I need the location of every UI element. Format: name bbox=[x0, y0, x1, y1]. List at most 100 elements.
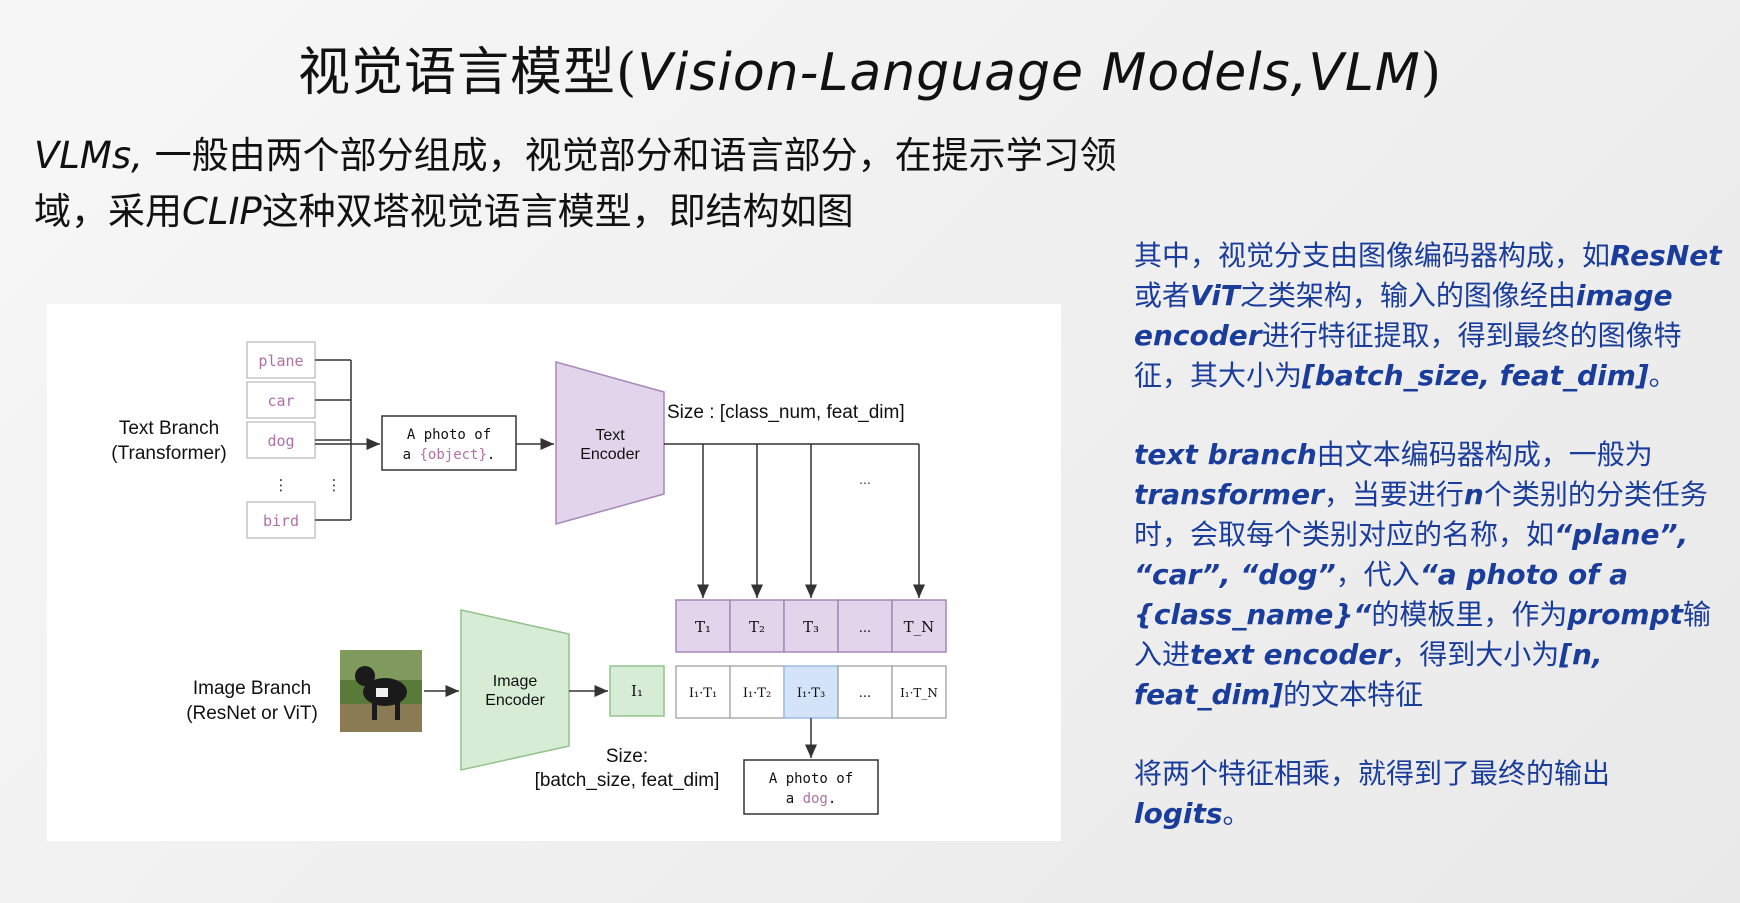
product-label-ellipsis: ... bbox=[859, 686, 871, 701]
note-text: 输入进 bbox=[1134, 598, 1712, 671]
t-label-1: T₁ bbox=[695, 618, 711, 636]
text-feature-size: Size : [class_num, feat_dim] bbox=[667, 402, 905, 423]
note-term: text encoder bbox=[1190, 638, 1392, 671]
output-line-2: a dog. bbox=[786, 791, 837, 807]
text-encoder-label-2: Encoder bbox=[580, 446, 640, 463]
title-close: ) bbox=[1420, 43, 1442, 103]
diagram-svg: Text Branch (Transformer) plane car dog … bbox=[111, 341, 947, 815]
t-cell-n bbox=[891, 599, 947, 653]
slide-title: 视觉语言模型(Vision-Language Models,VLM) bbox=[0, 30, 1740, 105]
title-en: Vision-Language Models,VLM bbox=[637, 43, 1421, 103]
image-branch-label: Image Branch bbox=[193, 678, 311, 699]
t-cell-3 bbox=[783, 599, 839, 653]
output-line-1: A photo of bbox=[769, 771, 853, 787]
product-cell-n bbox=[891, 665, 947, 719]
intro-line1-text: 一般由两个部分组成，视觉部分和语言部分，在提示学习领 bbox=[142, 134, 1117, 177]
product-label-n: I₁·T_N bbox=[900, 686, 938, 700]
note-term: “a photo of a {class_name}“ bbox=[1134, 558, 1629, 631]
t-cell-1 bbox=[675, 599, 731, 653]
product-cell-2 bbox=[729, 665, 785, 719]
class-word-car: car bbox=[267, 392, 294, 410]
note-term: transformer bbox=[1134, 478, 1324, 511]
note-term: n bbox=[1463, 478, 1484, 511]
clip-architecture-diagram: Text Branch (Transformer) plane car dog … bbox=[47, 304, 1061, 841]
class-box-dog bbox=[246, 421, 316, 459]
note-term: prompt bbox=[1567, 598, 1684, 631]
note-text: 或者 bbox=[1134, 279, 1191, 312]
intro-vlms: VLMs, bbox=[34, 134, 143, 177]
note-paragraph-3: 将两个特征相乘，就得到了最终的输出 logits。 bbox=[1134, 754, 1724, 834]
text-encoder-shape bbox=[555, 361, 665, 525]
image-size-value: [batch_size, feat_dim] bbox=[535, 770, 720, 791]
t-cell-ellipsis bbox=[837, 599, 893, 653]
note-term: image encoder bbox=[1134, 279, 1673, 352]
note-term: text branch bbox=[1134, 438, 1317, 471]
note-term: ResNet bbox=[1610, 239, 1722, 272]
note-text: 。 bbox=[1648, 359, 1677, 392]
note-term: [n, feat_dim] bbox=[1134, 638, 1603, 711]
note-term: logits bbox=[1134, 797, 1223, 830]
image-branch-sublabel: (ResNet or ViT) bbox=[186, 703, 318, 724]
product-label-2: I₁·T₂ bbox=[743, 686, 771, 701]
prompt-line-2: a {object}. bbox=[403, 447, 496, 463]
t-label-3: T₃ bbox=[803, 618, 819, 636]
note-text: 个类别的分类任务时，会取每个类别对应的名称，如 bbox=[1134, 478, 1708, 551]
note-text: 之类架构，输入的图像经由 bbox=[1239, 279, 1576, 312]
text-branch-sublabel: (Transformer) bbox=[111, 443, 226, 464]
note-text: ，代入 bbox=[1335, 558, 1420, 591]
product-label-3: I₁·T₃ bbox=[797, 686, 825, 701]
explanation-notes: 其中，视觉分支由图像编码器构成，如ResNet 或者ViT之类架构，输入的图像经由… bbox=[1134, 236, 1724, 873]
prompt-line-1: A photo of bbox=[407, 427, 491, 443]
output-box bbox=[743, 759, 879, 815]
product-cell-1 bbox=[675, 665, 731, 719]
text-branch-label: Text Branch bbox=[119, 418, 219, 439]
note-term: [batch_size, feat_dim] bbox=[1302, 359, 1649, 392]
note-text: ，当要进行 bbox=[1323, 478, 1464, 511]
note-text: 由文本编码器构成，一般为 bbox=[1316, 438, 1653, 471]
class-word-dog: dog bbox=[267, 432, 294, 450]
note-text: 进行特征提取，得到最终的图像特征，其大小为 bbox=[1134, 319, 1682, 392]
intro-clip: CLIP bbox=[182, 190, 262, 233]
note-text: 。 bbox=[1222, 797, 1251, 830]
note-text: ，得到大小为 bbox=[1391, 638, 1560, 671]
title-zh: 视觉语言模型( bbox=[298, 43, 638, 103]
class-word-plane: plane bbox=[258, 352, 303, 370]
class-word-bird: bird bbox=[263, 512, 299, 530]
note-paragraph-1: 其中，视觉分支由图像编码器构成，如ResNet 或者ViT之类架构，输入的图像经由… bbox=[1134, 236, 1724, 396]
text-feature-row: T₁ T₂ T₃ ... T_N bbox=[675, 599, 947, 653]
t-label-ellipsis: ... bbox=[859, 621, 871, 636]
class-bracket bbox=[315, 359, 352, 521]
prompt-template-box bbox=[381, 415, 517, 471]
logits-row: I₁·T₁ I₁·T₂ I₁·T₃ ... I₁·T_N bbox=[675, 665, 947, 719]
text-features-fanout bbox=[664, 443, 925, 598]
note-paragraph-2: text branch由文本编码器构成，一般为 transformer，当要进行n… bbox=[1134, 435, 1724, 715]
note-text: 的模板里，作为 bbox=[1371, 598, 1568, 631]
image-size-label: Size: bbox=[606, 746, 648, 767]
image-encoder-label-2: Encoder bbox=[485, 692, 545, 709]
t-label-2: T₂ bbox=[749, 618, 765, 636]
image-encoder-label-1: Image bbox=[493, 673, 538, 690]
class-box-plane bbox=[246, 341, 316, 379]
image-encoder-shape bbox=[460, 609, 570, 771]
t-label-n: T_N bbox=[904, 618, 935, 636]
class-vdots: ⋮ bbox=[274, 476, 289, 494]
intro-line2-a: 域，采用 bbox=[34, 190, 182, 233]
intro-paragraph: VLMs, 一般由两个部分组成，视觉部分和语言部分，在提示学习领 域，采用CLI… bbox=[34, 128, 1334, 240]
text-encoder-label-1: Text bbox=[595, 427, 625, 444]
bracket-vdots: ⋮ bbox=[327, 476, 342, 494]
i1-label: I₁ bbox=[631, 682, 643, 700]
product-label-1: I₁·T₁ bbox=[689, 686, 717, 701]
fanout-ellipsis: ... bbox=[859, 471, 871, 487]
i1-cell bbox=[609, 665, 665, 717]
intro-line-2: 域，采用CLIP这种双塔视觉语言模型，即结构如图 bbox=[34, 184, 1334, 240]
intro-line2-b: 这种双塔视觉语言模型，即结构如图 bbox=[261, 190, 854, 233]
note-term: ViT bbox=[1190, 279, 1240, 312]
t-cell-2 bbox=[729, 599, 785, 653]
class-box-car bbox=[246, 381, 316, 419]
intro-line-1: VLMs, 一般由两个部分组成，视觉部分和语言部分，在提示学习领 bbox=[34, 128, 1334, 184]
dog-photo-image bbox=[340, 650, 422, 732]
note-text: 其中，视觉分支由图像编码器构成，如 bbox=[1134, 239, 1611, 272]
class-word-list: plane car dog ⋮ ⋮ bird bbox=[246, 341, 342, 539]
note-text: 将两个特征相乘，就得到了最终的输出 bbox=[1134, 757, 1611, 790]
note-text: 的文本特征 bbox=[1283, 678, 1424, 711]
